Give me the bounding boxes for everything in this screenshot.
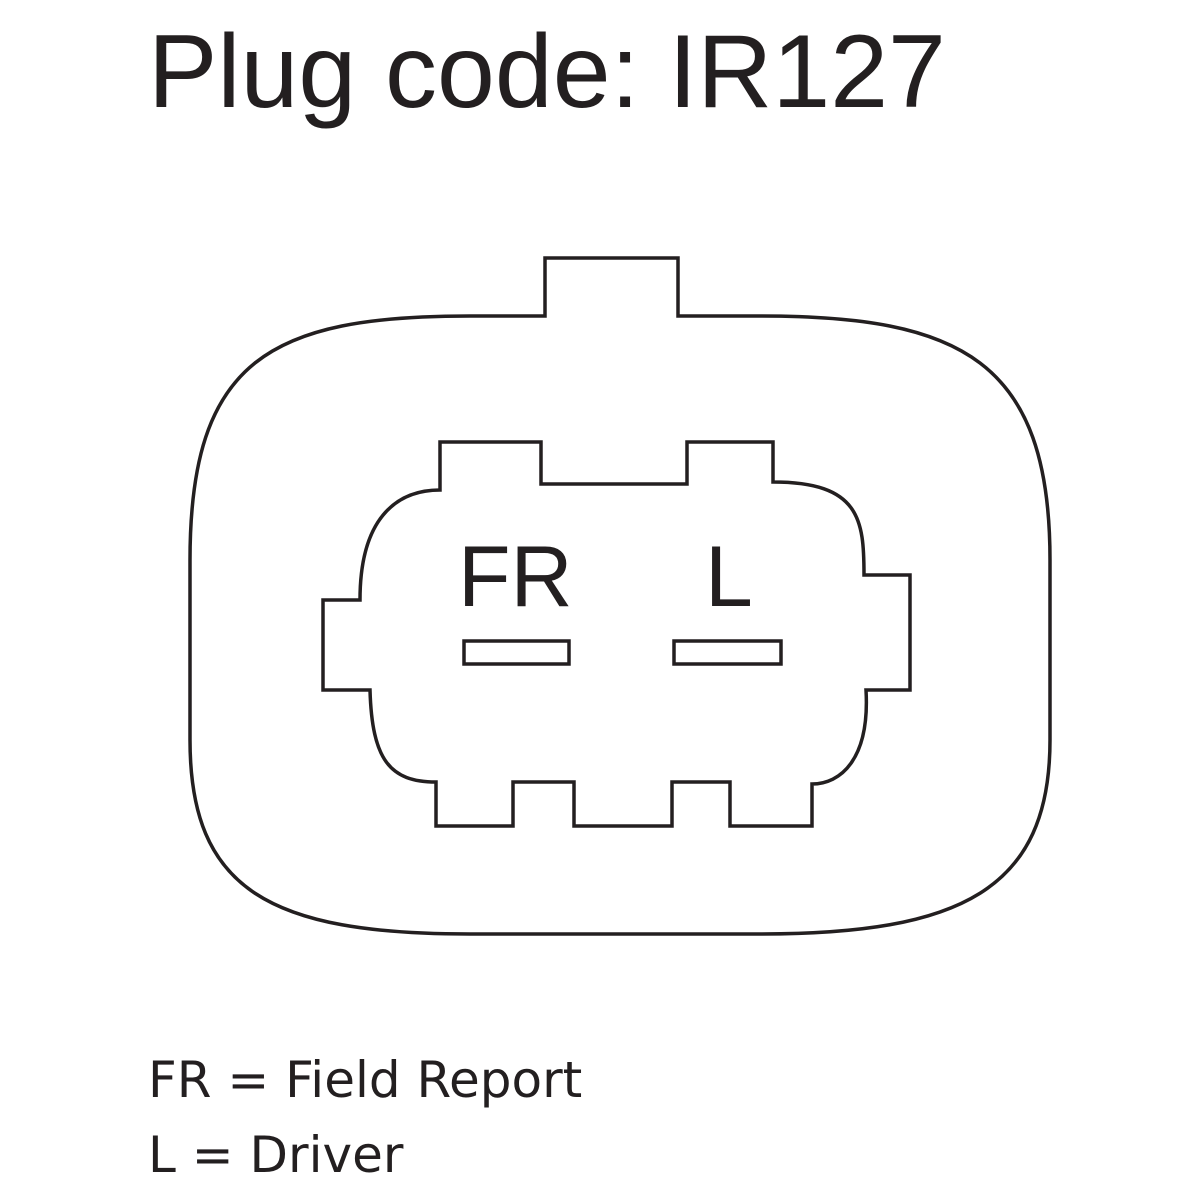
connector-housing-outline: [188, 256, 1052, 936]
plug-code-title: Plug code: IR127: [148, 14, 946, 130]
pin-fr-label: FR: [458, 529, 573, 625]
pin-l-label: L: [705, 529, 753, 625]
legend-item-fr: FR = Field Report: [148, 1051, 582, 1109]
legend-item-l: L = Driver: [148, 1126, 404, 1184]
pin-l-terminal: [672, 639, 783, 666]
pin-fr-terminal: [462, 639, 571, 666]
connector-socket-outline: [321, 440, 912, 828]
